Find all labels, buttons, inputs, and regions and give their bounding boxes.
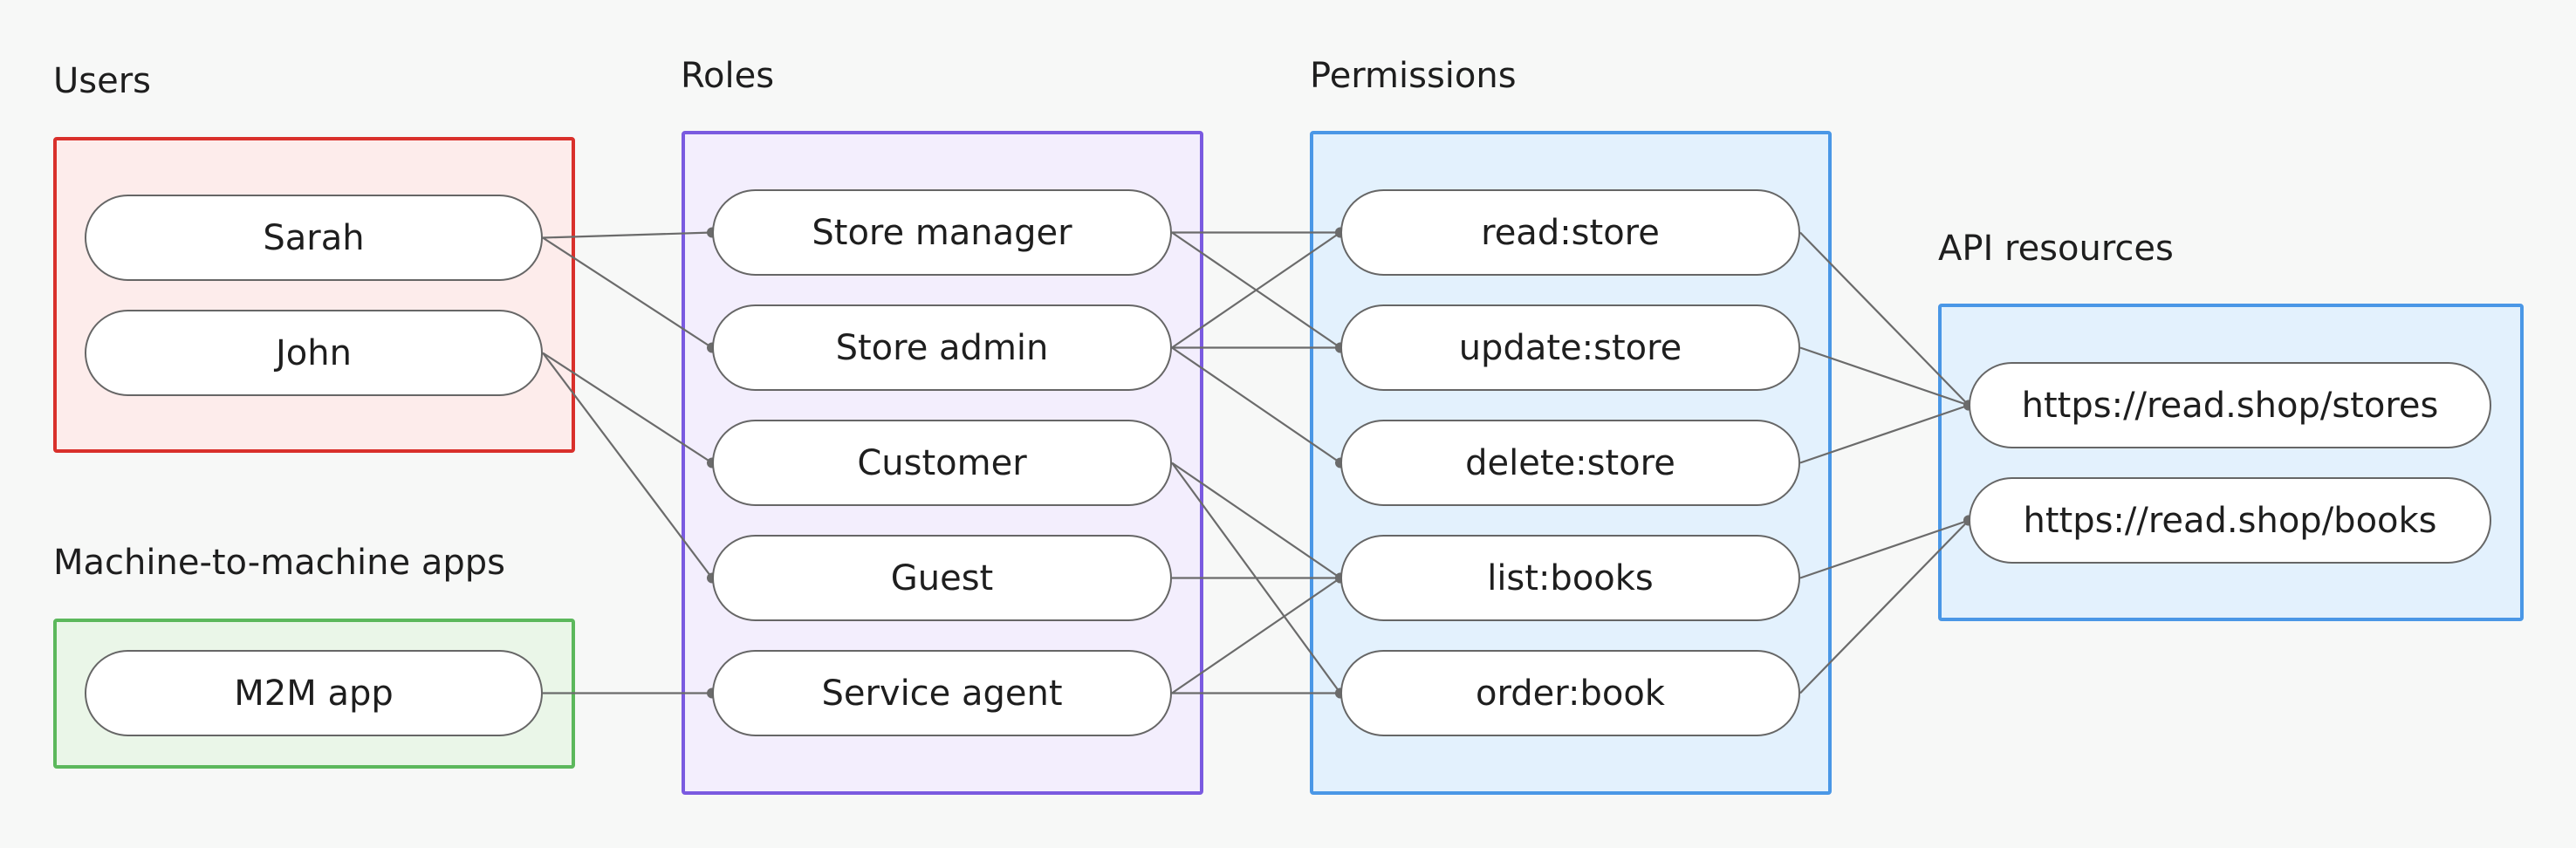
api-resource-stores[interactable]: https://read.shop/stores <box>1969 362 2491 448</box>
permission-order-book[interactable]: order:book <box>1340 650 1800 736</box>
api-resource-books[interactable]: https://read.shop/books <box>1969 477 2491 564</box>
users-title: Users <box>53 61 152 101</box>
role-service-agent[interactable]: Service agent <box>712 650 1172 736</box>
api-resources-group-box <box>1938 304 2524 621</box>
permission-delete-store[interactable]: delete:store <box>1340 420 1800 506</box>
permission-update-store[interactable]: update:store <box>1340 304 1800 391</box>
m2m-apps-title: Machine-to-machine apps <box>53 543 505 583</box>
role-store-admin[interactable]: Store admin <box>712 304 1172 391</box>
permissions-title: Permissions <box>1310 56 1517 96</box>
permission-list-books[interactable]: list:books <box>1340 535 1800 621</box>
user-sarah[interactable]: Sarah <box>85 195 543 281</box>
role-store-manager[interactable]: Store manager <box>712 189 1172 276</box>
user-john[interactable]: John <box>85 310 543 396</box>
m2m-app-node[interactable]: M2M app <box>85 650 543 736</box>
roles-title: Roles <box>681 56 775 96</box>
role-customer[interactable]: Customer <box>712 420 1172 506</box>
permission-read-store[interactable]: read:store <box>1340 189 1800 276</box>
users-group-box <box>53 137 575 453</box>
api-resources-title: API resources <box>1938 229 2174 269</box>
role-guest[interactable]: Guest <box>712 535 1172 621</box>
